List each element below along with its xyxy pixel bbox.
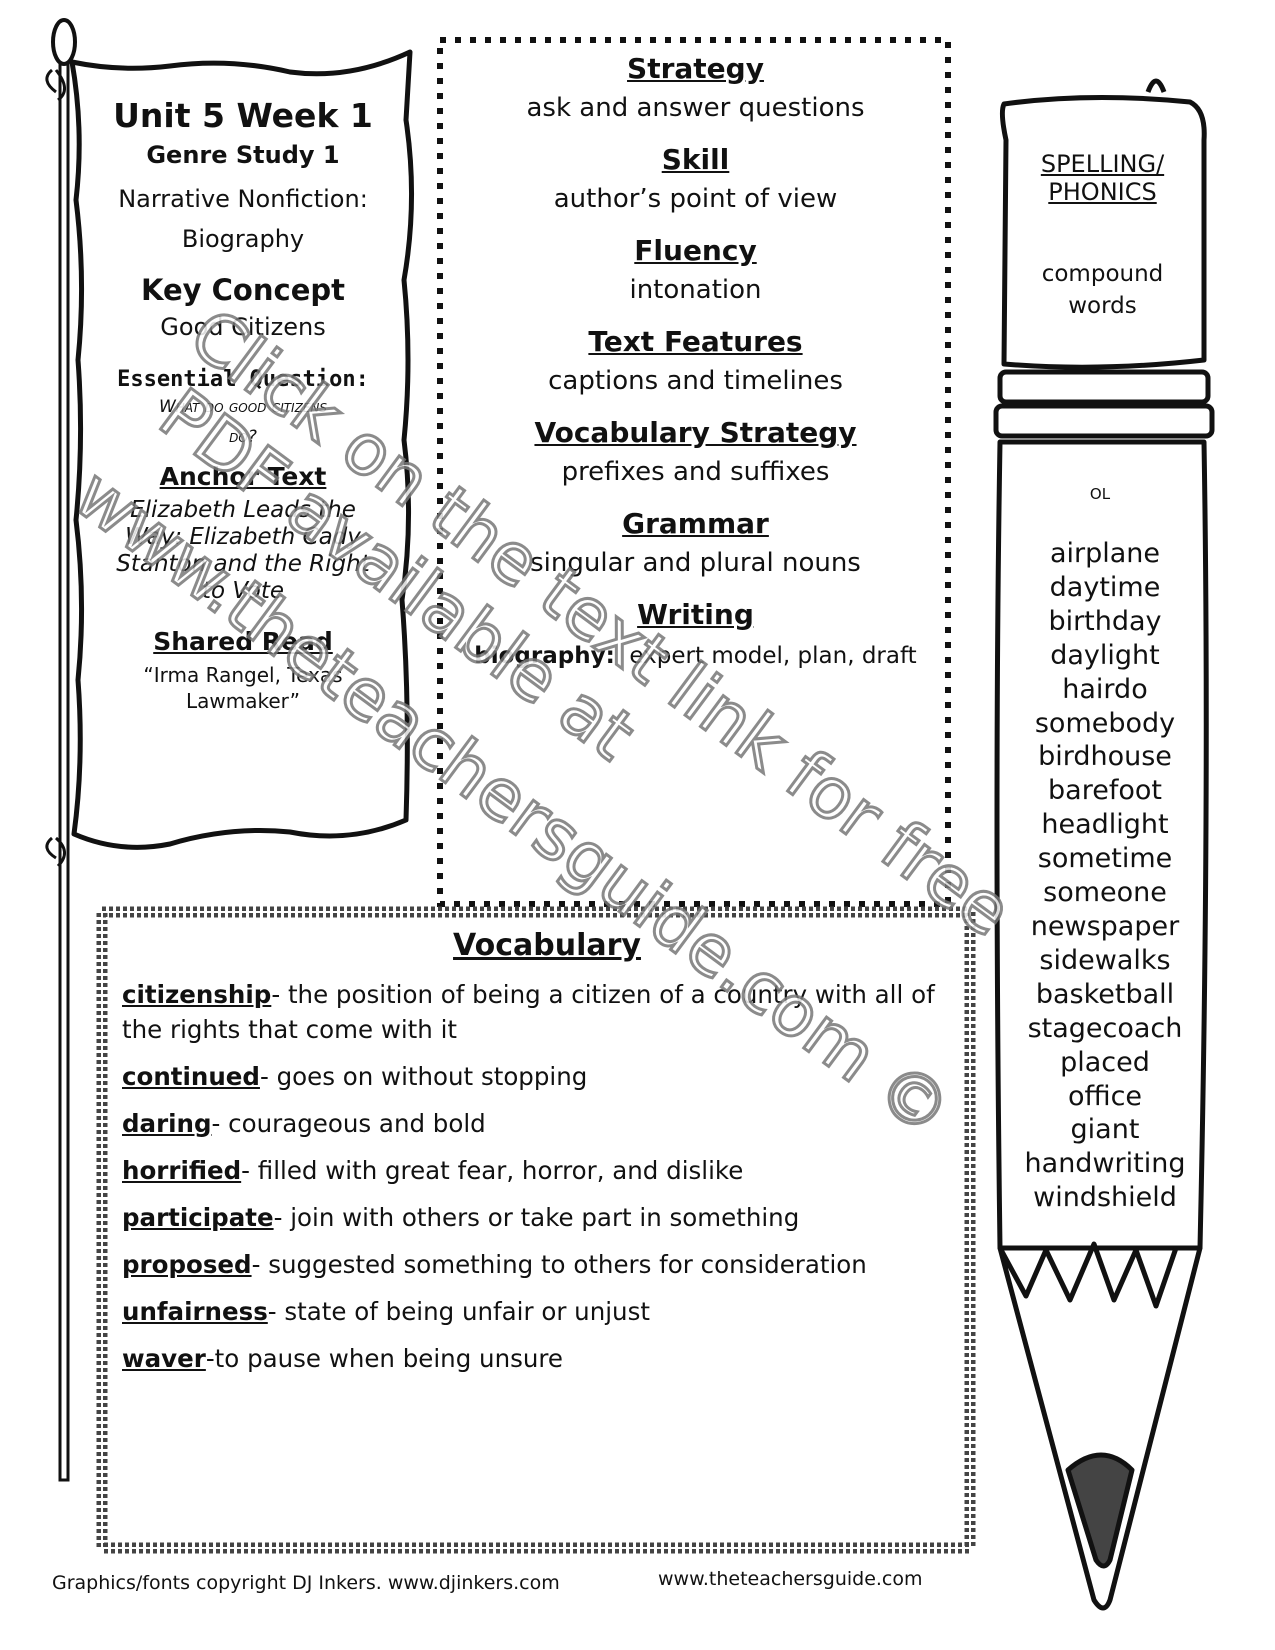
- flag-pole-graphic: [45, 18, 77, 1482]
- vocabulary-entry: citizenship- the position of being a cit…: [122, 977, 972, 1047]
- spelling-word: newspaper: [1030, 910, 1180, 942]
- essential-question-line-1: What do good citizens: [158, 397, 327, 417]
- spelling-word: sidewalks: [1039, 944, 1171, 976]
- vocabulary-term: horrified: [122, 1156, 242, 1185]
- spelling-topic-line-1: compound: [1041, 261, 1164, 287]
- spelling-word: birdhouse: [1038, 741, 1172, 773]
- spelling-word: stagecoach: [1027, 1012, 1183, 1044]
- vocabulary-definition: - suggested something to others for cons…: [251, 1250, 867, 1279]
- genre-study-label: Genre Study 1: [146, 141, 340, 169]
- spelling-word: somebody: [1034, 707, 1176, 739]
- spelling-word: basketball: [1035, 978, 1175, 1010]
- spelling-heading-line-1: SPELLING/: [1040, 150, 1165, 178]
- spelling-word: someone: [1043, 877, 1167, 909]
- vocabulary-definition: - courageous and bold: [211, 1109, 486, 1138]
- vocabulary-definition: - join with others or take part in somet…: [273, 1203, 800, 1232]
- vocabulary-entry: continued- goes on without stopping: [122, 1059, 972, 1094]
- writing-genre: biography:: [474, 643, 615, 669]
- text-features-value: captions and timelines: [548, 366, 843, 396]
- essential-question-line-2: do?: [229, 427, 257, 447]
- skills-box: Strategy ask and answer questions Skill …: [443, 42, 948, 902]
- anchor-text-line: to Vote: [201, 578, 285, 604]
- spelling-word: daytime: [1049, 571, 1161, 603]
- skill-heading: Skill: [661, 143, 730, 176]
- genre-line-1: Narrative Nonfiction:: [118, 185, 368, 213]
- vocabulary-strategy-value: prefixes and suffixes: [561, 457, 830, 487]
- vocabulary-entry: unfairness- state of being unfair or unj…: [122, 1294, 972, 1329]
- vocabulary-entry: waver-to pause when being unsure: [122, 1341, 972, 1376]
- vocabulary-definition: - the position of being a citizen of a c…: [122, 980, 935, 1044]
- spelling-heading-line-2: PHONICS: [1048, 178, 1157, 206]
- spelling-word: headlight: [1041, 809, 1169, 841]
- vocabulary-term: unfairness: [122, 1297, 268, 1326]
- footer-copyright: Graphics/fonts copyright DJ Inkers. www.…: [52, 1572, 560, 1594]
- vocabulary-strategy-heading: Vocabulary Strategy: [534, 416, 857, 449]
- strategy-heading: Strategy: [627, 52, 764, 85]
- essential-question-heading: Essential Question:: [117, 367, 369, 392]
- anchor-text-line: Stanton and the Right: [116, 551, 370, 577]
- vocabulary-term: daring: [122, 1109, 212, 1138]
- vocabulary-entry: participate- join with others or take pa…: [122, 1200, 972, 1235]
- vocabulary-term: citizenship: [122, 980, 272, 1009]
- center-dotted-box: [437, 37, 951, 907]
- vocabulary-title: Vocabulary: [453, 928, 641, 963]
- spelling-word: office: [1067, 1080, 1143, 1112]
- grammar-value: singular and plural nouns: [530, 548, 861, 578]
- vocabulary-list: citizenship- the position of being a cit…: [122, 977, 972, 1376]
- spelling-word: hairdo: [1062, 673, 1148, 705]
- fluency-heading: Fluency: [634, 234, 757, 267]
- text-features-heading: Text Features: [588, 325, 803, 358]
- vocabulary-entry: daring- courageous and bold: [122, 1106, 972, 1141]
- shared-read-line-1: “Irma Rangel, Texas: [143, 663, 343, 687]
- vocabulary-entry: horrified- filled with great fear, horro…: [122, 1153, 972, 1188]
- fluency-value: intonation: [629, 275, 762, 305]
- spelling-word: giant: [1070, 1114, 1140, 1146]
- anchor-text-line: Elizabeth Leads the: [130, 497, 356, 523]
- spelling-heading: SPELLING/ PHONICS: [1015, 150, 1190, 206]
- key-concept-heading: Key Concept: [141, 273, 345, 307]
- skill-value: author’s point of view: [553, 184, 838, 214]
- anchor-text-title: Elizabeth Leads the Way: Elizabeth Cady …: [82, 497, 404, 605]
- spelling-word: handwriting: [1024, 1148, 1186, 1180]
- pencil-graphic: [993, 78, 1215, 1611]
- vocabulary-term: proposed: [122, 1250, 252, 1279]
- unit-title: Unit 5 Week 1: [113, 96, 373, 135]
- spelling-topic: compound words: [1015, 258, 1190, 322]
- writing-steps: expert model, plan, draft: [629, 643, 917, 669]
- spelling-word: birthday: [1048, 605, 1162, 637]
- spelling-word: sometime: [1037, 843, 1173, 875]
- key-concept-value: Good Citizens: [160, 313, 326, 341]
- writing-value: biography: expert model, plan, draft: [443, 643, 948, 669]
- spelling-word: airplane: [1049, 538, 1161, 569]
- footer-website: www.theteachersguide.com: [658, 1568, 923, 1590]
- spelling-word: windshield: [1033, 1182, 1177, 1214]
- vocabulary-definition: - filled with great fear, horror, and di…: [241, 1156, 744, 1185]
- level-label: OL: [1089, 485, 1111, 503]
- writing-heading: Writing: [637, 598, 754, 631]
- vocabulary-definition: - goes on without stopping: [259, 1062, 588, 1091]
- spelling-word: daylight: [1050, 639, 1160, 671]
- spelling-word: barefoot: [1048, 775, 1162, 807]
- anchor-text-heading: Anchor Text: [159, 462, 327, 491]
- spelling-topic-line-2: words: [1068, 293, 1137, 319]
- shared-read-line-2: Lawmaker”: [185, 689, 301, 713]
- vocabulary-definition: - state of being unfair or unjust: [267, 1297, 650, 1326]
- unit-flag-panel: Unit 5 Week 1 Genre Study 1 Narrative No…: [82, 82, 404, 862]
- anchor-text-line: Way: Elizabeth Cady: [125, 524, 361, 550]
- vocabulary-section: Vocabulary citizenship- the position of …: [122, 920, 972, 1540]
- grammar-heading: Grammar: [622, 507, 769, 540]
- spelling-word: placed: [1060, 1046, 1150, 1078]
- vocabulary-definition: -to pause when being unsure: [205, 1344, 563, 1373]
- vocabulary-term: participate: [122, 1203, 274, 1232]
- vocabulary-term: continued: [122, 1062, 260, 1091]
- shared-read-heading: Shared Read: [153, 627, 333, 656]
- flag-banner-graphic: [69, 49, 415, 850]
- vocabulary-entry: proposed- suggested something to others …: [122, 1247, 972, 1282]
- strategy-value: ask and answer questions: [526, 93, 865, 123]
- genre-line-2: Biography: [181, 225, 305, 253]
- vocabulary-term: waver: [122, 1344, 206, 1373]
